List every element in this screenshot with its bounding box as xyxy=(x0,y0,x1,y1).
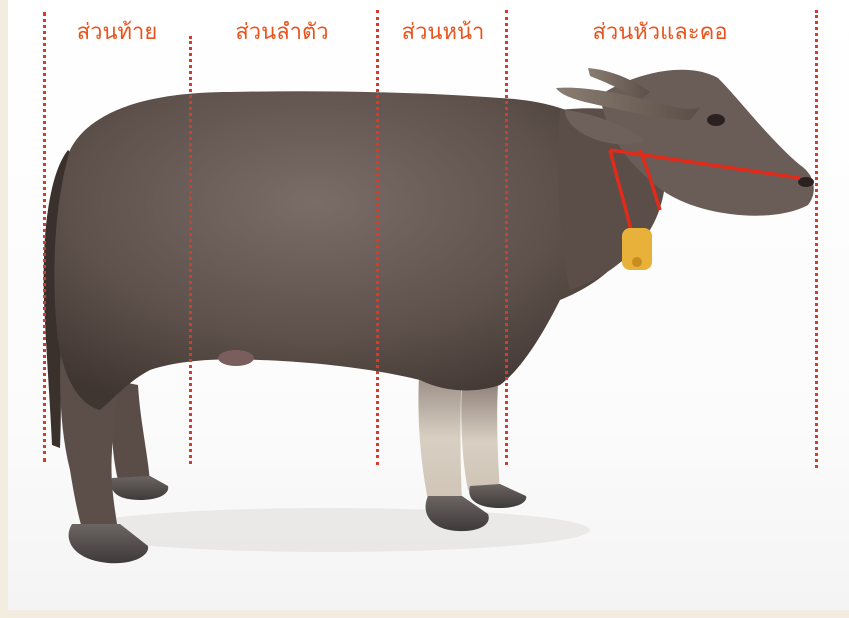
label-hindquarter: ส่วนท้าย xyxy=(77,14,158,49)
divider-hindquarter xyxy=(43,12,46,462)
buffalo-body xyxy=(54,91,632,410)
divider-forequarter-start xyxy=(376,10,379,465)
label-forequarter: ส่วนหน้า xyxy=(402,14,485,49)
nostril xyxy=(798,177,814,187)
belly-shadow xyxy=(218,350,254,366)
fore-hoof-far xyxy=(469,484,526,508)
hind-hoof-far xyxy=(111,476,168,500)
label-body: ส่วนลำตัว xyxy=(235,14,328,49)
divider-head-start xyxy=(505,10,508,465)
fore-leg-far xyxy=(461,380,500,492)
divider-end xyxy=(815,10,818,468)
divider-body-start xyxy=(189,36,192,464)
label-head-neck: ส่วนหัวและคอ xyxy=(592,14,727,49)
eye xyxy=(707,114,725,126)
ground-shadow xyxy=(70,508,590,552)
bell-icon xyxy=(622,228,652,270)
